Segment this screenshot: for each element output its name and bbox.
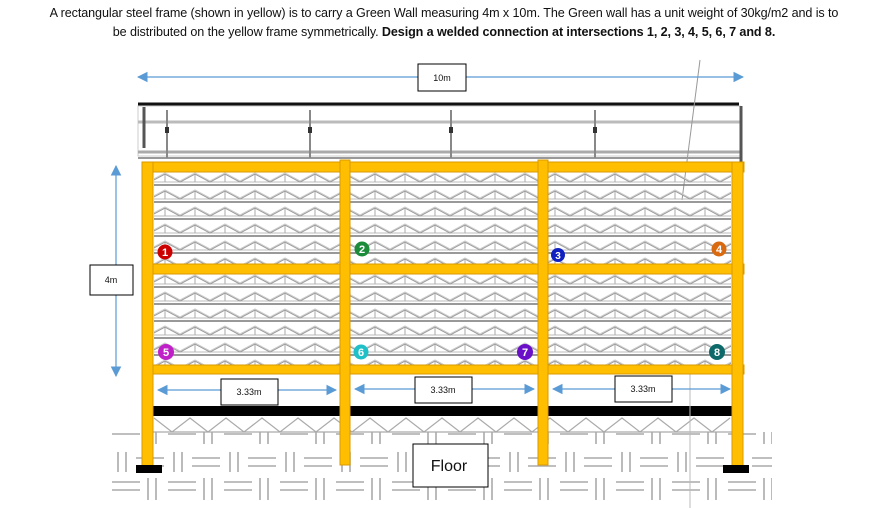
- frame-post-4: [731, 161, 744, 468]
- floor-label-box: Floor: [412, 443, 489, 488]
- height-label: 4m: [105, 275, 118, 285]
- frame-post-1: [141, 161, 154, 468]
- marker-7-number: 7: [522, 347, 528, 359]
- intersection-marker-5[interactable]: 5: [158, 344, 174, 360]
- marker-2-badge: [354, 241, 370, 257]
- marker-6-badge: [353, 344, 369, 360]
- intersection-marker-7[interactable]: 7: [517, 344, 533, 360]
- problem-line-1: A rectangular steel frame (shown in yell…: [49, 6, 839, 20]
- dimension-overall-height: 4m: [89, 164, 134, 378]
- dimension-bay-3: 3.33m: [551, 375, 732, 403]
- problem-line-2-text: be distributed on the yellow frame symme…: [112, 25, 382, 39]
- intersection-marker-1[interactable]: 1: [157, 244, 173, 260]
- marker-1-number: 1: [162, 247, 168, 259]
- top-railing: [137, 59, 743, 201]
- problem-task: Design a welded connection at intersecti…: [381, 25, 776, 39]
- floor-label: Floor: [431, 458, 468, 475]
- intersection-marker-4[interactable]: 4: [711, 241, 727, 257]
- marker-2-number: 2: [359, 244, 365, 256]
- problem-line-2: be distributed on the yellow frame symme…: [0, 23, 888, 42]
- marker-3-number: 3: [555, 251, 561, 262]
- marker-4-badge: [711, 241, 727, 257]
- dimension-overall-width: 10m: [136, 63, 745, 92]
- marker-6-number: 6: [358, 347, 364, 359]
- problem-statement: A rectangular steel frame (shown in yell…: [0, 4, 888, 42]
- intersection-marker-3[interactable]: 3: [551, 248, 565, 262]
- intersection-marker-6[interactable]: 6: [353, 344, 369, 360]
- frame-middle-beam: [141, 263, 745, 275]
- marker-7-badge: [517, 344, 533, 360]
- base-plates: [136, 465, 749, 473]
- dimension-bay-1: 3.33m: [156, 378, 338, 406]
- marker-5-number: 5: [163, 347, 169, 359]
- bay-1-label: 3.33m: [236, 387, 261, 397]
- green-wall-panels: [154, 172, 731, 365]
- marker-4-number: 4: [716, 244, 723, 256]
- frame-top-beam: [141, 161, 745, 173]
- intersection-marker-2[interactable]: 2: [354, 241, 370, 257]
- intersection-marker-8[interactable]: 8: [709, 344, 725, 360]
- frame-post-3: [537, 159, 549, 466]
- marker-8-badge: [709, 344, 725, 360]
- intersection-markers: 1 2 3 4 5 6 7 8: [157, 241, 727, 360]
- frame-post-2: [339, 159, 351, 466]
- marker-5-badge: [158, 344, 174, 360]
- bay-3-label: 3.33m: [630, 384, 655, 394]
- bay-2-label: 3.33m: [430, 385, 455, 395]
- marker-8-number: 8: [714, 347, 720, 359]
- yellow-steel-frame: [141, 159, 745, 468]
- dimension-bay-2: 3.33m: [353, 376, 536, 404]
- marker-3-badge: [551, 248, 565, 262]
- frame-bottom-beam: [141, 364, 745, 375]
- marker-1-badge: [157, 244, 173, 260]
- width-label: 10m: [433, 73, 451, 83]
